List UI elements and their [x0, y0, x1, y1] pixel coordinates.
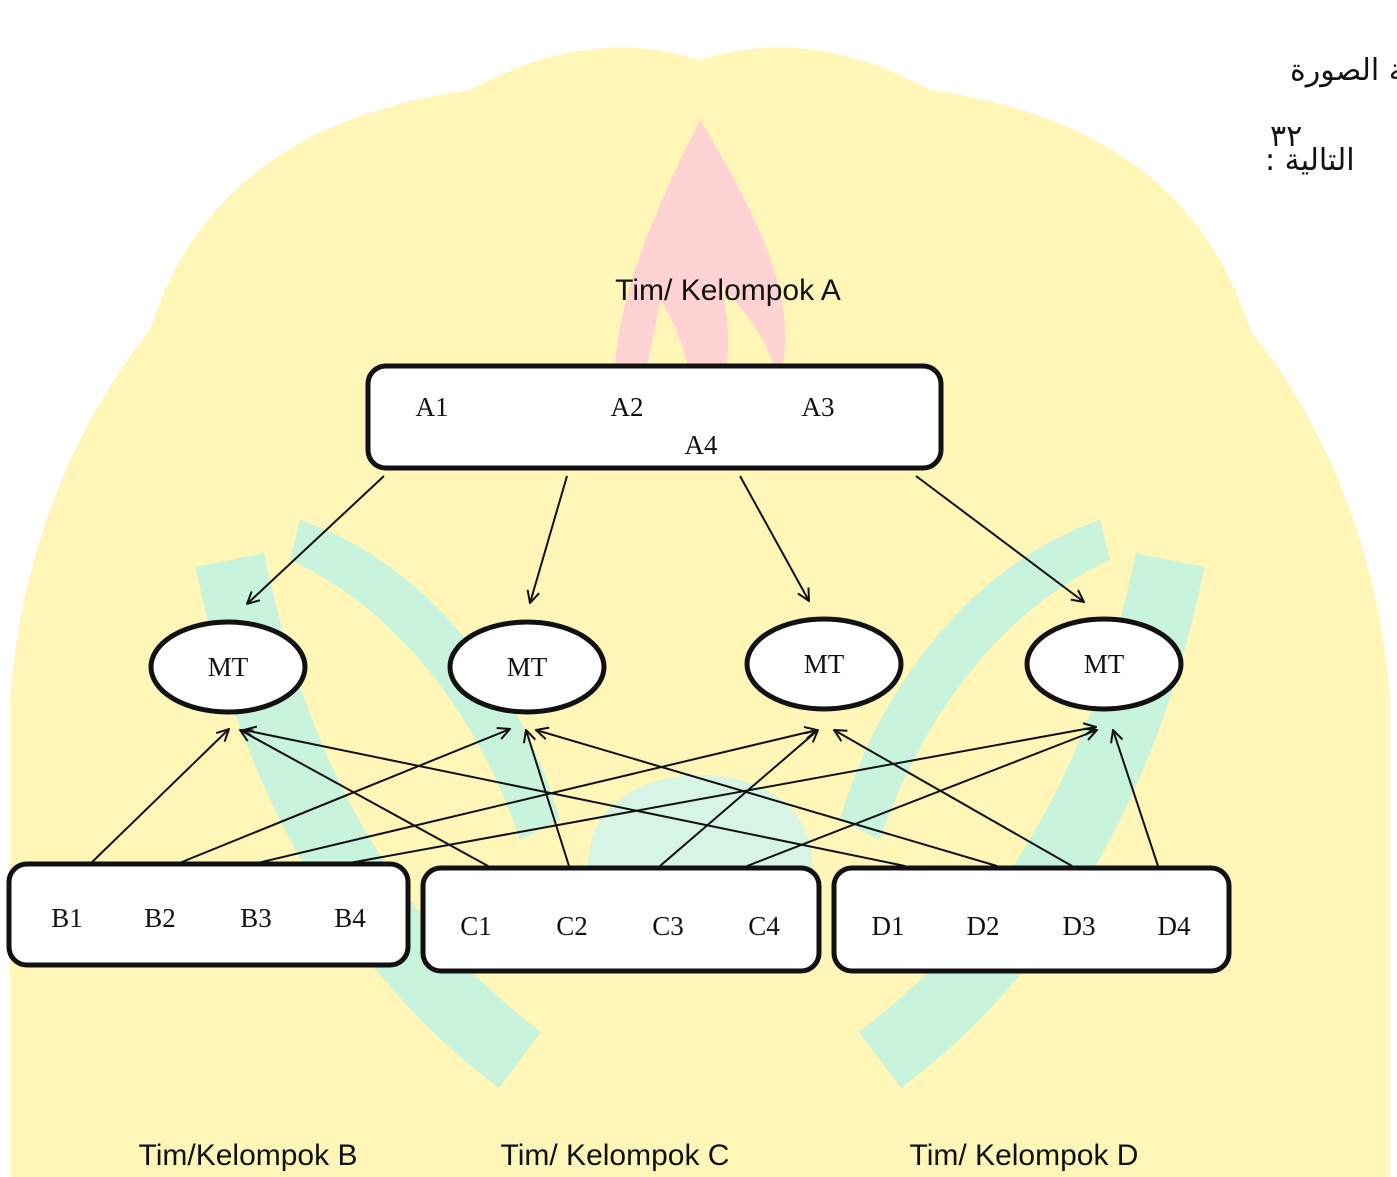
member-b1: B1	[51, 903, 83, 933]
table-mt-3-label: MT	[804, 649, 845, 679]
team-a-box	[365, 363, 944, 471]
member-c4: C4	[748, 911, 780, 941]
table-mt-1-label: MT	[208, 652, 249, 682]
member-c3: C3	[652, 911, 684, 941]
table-mt-4	[1024, 616, 1184, 712]
table-mt-3	[744, 616, 904, 712]
arrow-d2-to-mt2	[536, 730, 998, 867]
arrow-a3-to-mt3	[739, 475, 809, 601]
team-b-label: Tim/Kelompok B	[139, 1139, 358, 1172]
team-a-label: Tim/ Kelompok A	[615, 274, 841, 307]
footnote-marker: ٣٢	[1270, 119, 1302, 154]
arrow-b2-to-mt2	[171, 729, 510, 867]
arrow-c1-to-mt1	[240, 730, 489, 867]
arrow-b4-to-mt4	[332, 727, 1096, 867]
arrow-c2-to-mt2	[526, 730, 570, 867]
arrow-d4-to-mt4	[1113, 730, 1159, 867]
member-d4: D4	[1158, 911, 1191, 941]
member-c1: C1	[460, 911, 492, 941]
member-a1: A1	[416, 392, 449, 422]
arrow-b3-to-mt3	[244, 730, 817, 867]
table-mt-1	[148, 619, 308, 715]
member-d2: D2	[967, 911, 1000, 941]
member-c2: C2	[556, 911, 588, 941]
team-b-box	[6, 861, 411, 968]
intro-line-2: التالية :	[1265, 143, 1355, 178]
member-a2: A2	[611, 392, 644, 422]
intro-line-1: بشكل تخطيطي، يشبه وضع الطلبة على مكتب ال…	[1290, 53, 1397, 88]
member-b2: B2	[144, 903, 176, 933]
arrow-b1-to-mt1	[87, 729, 229, 867]
arrow-c3-to-mt3	[659, 730, 818, 867]
arrow-c4-to-mt4	[746, 730, 1097, 867]
arrow-a2-to-mt2	[530, 475, 568, 603]
seal-flame-shape	[614, 120, 786, 450]
table-mt-2-label: MT	[507, 652, 548, 682]
arrow-d3-to-mt3	[834, 730, 1073, 867]
member-d3: D3	[1063, 911, 1096, 941]
arrow-d1-to-mt1	[244, 730, 906, 867]
member-b4: B4	[334, 903, 366, 933]
watermark-seal	[10, 47, 1390, 1177]
table-mt-4-label: MT	[1084, 649, 1125, 679]
arrow-a4-to-mt4	[915, 475, 1084, 602]
arrow-a1-to-mt1	[247, 475, 385, 604]
seal-left-leaf	[290, 520, 560, 840]
team-c-label: Tim/ Kelompok C	[501, 1139, 730, 1172]
member-a3: A3	[802, 392, 835, 422]
table-mt-2	[447, 619, 607, 715]
member-d1: D1	[872, 911, 905, 941]
team-c-box	[420, 865, 822, 974]
member-a4: A4	[685, 430, 718, 460]
team-d-label: Tim/ Kelompok D	[910, 1139, 1139, 1172]
member-b3: B3	[240, 903, 272, 933]
team-d-box	[831, 865, 1232, 974]
seal-right-leaf	[840, 520, 1110, 840]
